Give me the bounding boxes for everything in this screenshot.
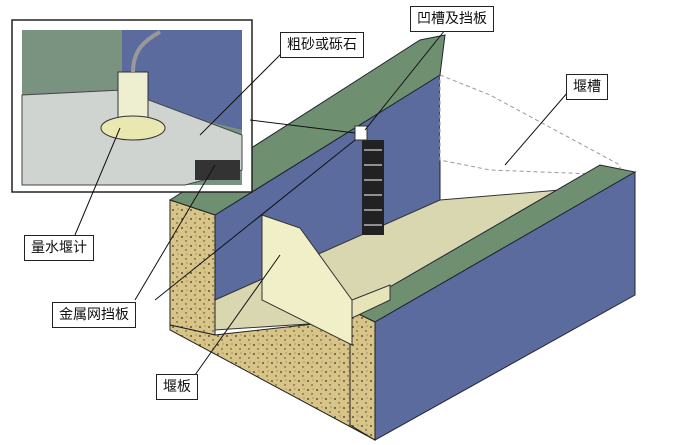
- label-weir-gauge: 量水堰计: [24, 235, 94, 261]
- label-weir-channel: 堰槽: [566, 74, 608, 100]
- gauge-small: [354, 125, 368, 141]
- label-groove-baffle: 凹槽及挡板: [410, 6, 494, 32]
- label-weir-plate: 堰板: [156, 374, 198, 400]
- front-concrete-right: [349, 309, 376, 441]
- inset-cable: [131, 30, 161, 73]
- weir-plate: [261, 214, 353, 346]
- inset-base: [100, 115, 166, 141]
- label-mesh-baffle: 金属网挡板: [52, 302, 136, 328]
- label-gravel: 粗砂或砾石: [280, 32, 364, 58]
- inset-mesh: [195, 160, 240, 180]
- front-concrete-left: [169, 199, 216, 336]
- leader-lines: [74, 29, 569, 376]
- baffle-mesh: [364, 149, 382, 226]
- groove-baffle: [362, 140, 384, 235]
- weir-notch: [351, 284, 391, 319]
